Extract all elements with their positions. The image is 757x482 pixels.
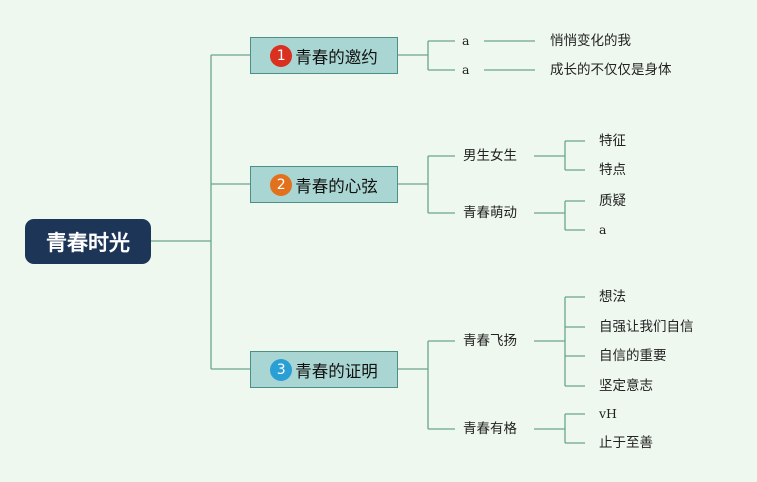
subtopic-node[interactable]: 坚定意志 xyxy=(599,378,653,394)
subtopic-node[interactable]: 成长的不仅仅是身体 xyxy=(550,62,672,78)
subtopic-node[interactable]: 想法 xyxy=(599,289,626,305)
subtopic-node[interactable]: 自强让我们自信 xyxy=(599,319,694,335)
branch-label: 青春的邀约 xyxy=(295,47,378,67)
connector-branch-2 xyxy=(398,140,585,231)
topic-node[interactable]: 青春萌动 xyxy=(463,205,517,221)
topic-node[interactable]: 青春飞扬 xyxy=(463,333,517,349)
number-badge-icon: 2 xyxy=(270,173,293,196)
branch-label: 青春的心弦 xyxy=(295,176,378,196)
topic-node[interactable]: a xyxy=(462,33,470,48)
connector-branch-3 xyxy=(398,296,585,444)
topic-node[interactable]: a xyxy=(462,62,470,77)
subtopic-node[interactable]: 质疑 xyxy=(599,193,626,209)
topic-node[interactable]: 男生女生 xyxy=(463,148,517,164)
subtopic-node[interactable]: vH xyxy=(599,406,617,421)
branch-node-1[interactable]: 1 青春的邀约 xyxy=(250,37,398,74)
subtopic-node[interactable]: 自信的重要 xyxy=(599,348,667,364)
number-badge-icon: 3 xyxy=(270,358,293,381)
branch-node-2[interactable]: 2 青春的心弦 xyxy=(250,166,398,203)
number-badge-icon: 1 xyxy=(270,44,293,67)
branch-node-3[interactable]: 3 青春的证明 xyxy=(250,351,398,388)
subtopic-node[interactable]: 悄悄变化的我 xyxy=(550,33,631,49)
root-node[interactable]: 青春时光 xyxy=(25,219,151,264)
root-label: 青春时光 xyxy=(46,230,130,255)
subtopic-node[interactable]: a xyxy=(599,222,607,237)
connector-branch-1 xyxy=(398,40,535,71)
subtopic-node[interactable]: 止于至善 xyxy=(599,435,653,451)
branch-label: 青春的证明 xyxy=(295,361,378,381)
topic-node[interactable]: 青春有格 xyxy=(463,421,517,437)
subtopic-node[interactable]: 特征 xyxy=(599,133,626,149)
connector-root-trunk xyxy=(151,54,250,370)
subtopic-node[interactable]: 特点 xyxy=(599,162,626,178)
